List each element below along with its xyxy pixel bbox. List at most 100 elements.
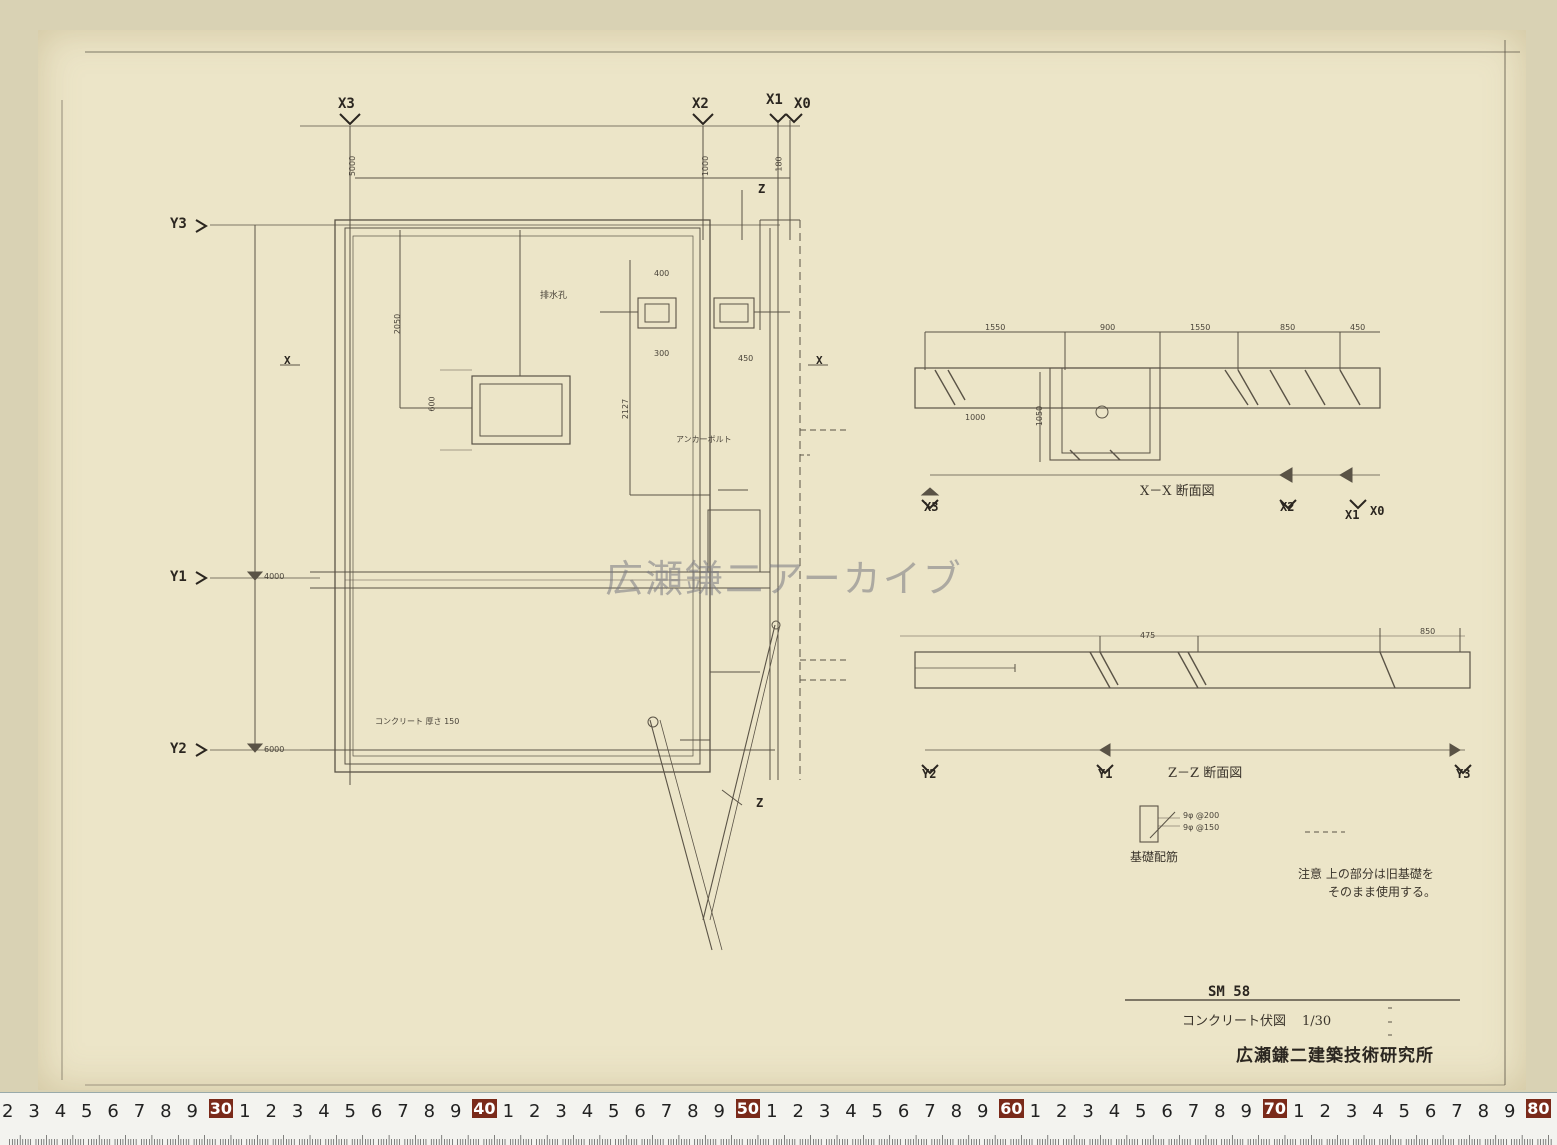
ruler-number: 5 [344, 1101, 356, 1122]
ruler-number: 30 [208, 1099, 234, 1118]
ruler-number: 5 [81, 1101, 93, 1122]
ruler-number: 8 [160, 1101, 172, 1122]
dim-300: 300 [654, 349, 670, 358]
dim-4000: 4000 [264, 572, 285, 581]
ruler-number: 6 [634, 1101, 646, 1122]
ruler-number: 7 [660, 1101, 673, 1122]
ruler-number: 80 [1526, 1099, 1551, 1118]
ruler-number: 4 [1372, 1101, 1384, 1122]
ruler-number: 4 [845, 1101, 857, 1122]
ruler-number: 2 [1056, 1101, 1068, 1122]
ruler-number: 9 [713, 1101, 725, 1122]
dim-6000: 6000 [264, 745, 285, 754]
ruler-number: 5 [1135, 1101, 1147, 1122]
zz-marker-y3: Y3 [1456, 767, 1471, 781]
xx-dim-1: 1550 [985, 323, 1006, 332]
ruler-number: 4 [581, 1101, 594, 1122]
xx-marker-x0: X0 [1370, 504, 1385, 518]
ruler-number: 8 [687, 1101, 699, 1122]
grid-marker-x2: X2 [692, 96, 709, 112]
zz-dim-1: 475 [1140, 631, 1156, 640]
xx-dim-1000: 1000 [965, 413, 986, 422]
ruler-number: 1 [1293, 1101, 1305, 1122]
ruler-number: 40 [472, 1099, 497, 1118]
xx-marker-x2: X2 [1280, 500, 1295, 514]
ruler-number: 9 [976, 1101, 989, 1122]
dim-5000: 5000 [348, 155, 358, 177]
section-xx-title: X－X 断面図 [1140, 484, 1215, 499]
cut-marker-x-left: X [284, 354, 291, 367]
dim-1000: 1000 [701, 155, 711, 177]
ruler-number: 2 [2, 1101, 14, 1122]
ruler-number: 1 [239, 1101, 251, 1122]
xx-marker-x3: X3 [924, 500, 939, 514]
ruler-number: 6 [1424, 1101, 1437, 1122]
note-line-1: 注意 上の部分は旧基礎を [1298, 867, 1434, 881]
drawing-title: コンクリート伏図 [1182, 1014, 1287, 1029]
ruler-number: 8 [950, 1101, 963, 1122]
ruler-number: 9 [186, 1101, 198, 1122]
ruler-number: 9 [1240, 1101, 1252, 1122]
office-name: 広瀬鎌二建築技術研究所 [1236, 1046, 1434, 1066]
cut-marker-z-top: Z [758, 182, 766, 196]
ruler-number: 3 [555, 1101, 567, 1122]
ruler-number: 4 [54, 1101, 67, 1122]
ruler-number: 9 [1503, 1101, 1516, 1122]
ruler-number: 7 [133, 1101, 146, 1122]
ruler-number: 6 [897, 1101, 910, 1122]
ruler-number: 9 [449, 1101, 462, 1122]
drawing-scale: 1/30 [1302, 1014, 1332, 1029]
dim-180: 180 [774, 156, 784, 172]
ruler-number: 7 [397, 1101, 409, 1122]
zz-marker-y2: Y2 [922, 767, 937, 781]
xx-dim-3: 1550 [1190, 323, 1211, 332]
grid-marker-x3: X3 [338, 96, 355, 112]
ruler-number: 2 [265, 1101, 277, 1122]
ruler-number: 1 [766, 1101, 778, 1122]
dim-400: 400 [654, 269, 670, 278]
note-drain: 排水孔 [540, 291, 568, 301]
dim-450: 450 [738, 354, 754, 363]
ruler-number: 7 [924, 1101, 936, 1122]
ruler-number: 60 [999, 1099, 1024, 1118]
ruler-number: 3 [818, 1101, 831, 1122]
ruler-number: 4 [318, 1101, 330, 1122]
ruler-number: 2 [529, 1101, 541, 1122]
cut-marker-x-right: X [816, 354, 823, 367]
dim-600: 600 [427, 396, 437, 412]
ruler-number: 7 [1451, 1101, 1463, 1122]
ruler-number: 6 [107, 1101, 119, 1122]
archive-watermark: 広瀬鎌二アーカイブ [605, 557, 963, 601]
ruler-number: 8 [1477, 1101, 1490, 1122]
grid-marker-x1: X1 [766, 92, 783, 108]
grid-marker-y2: Y2 [170, 741, 187, 757]
xx-dim-5: 450 [1350, 323, 1366, 332]
ruler-number: 1 [1029, 1101, 1042, 1122]
ruler-number: 3 [1082, 1101, 1094, 1122]
section-zz-title: Z－Z 断面図 [1168, 766, 1243, 781]
drawing-sheet [38, 30, 1526, 1090]
ruler-number: 70 [1262, 1099, 1288, 1118]
ruler-number: 1 [502, 1101, 515, 1122]
ruler-number: 2 [792, 1101, 804, 1122]
ruler-number: 6 [370, 1101, 383, 1122]
ruler-number: 3 [28, 1101, 40, 1122]
ruler-number: 5 [1398, 1101, 1410, 1122]
rebar-note-2: 9φ @150 [1183, 823, 1220, 832]
ruler-number: 5 [871, 1101, 883, 1122]
grid-marker-y3: Y3 [170, 216, 187, 232]
zz-dim-2: 850 [1420, 627, 1436, 636]
cut-marker-z-bottom: Z [756, 796, 764, 810]
rebar-detail-title: 基礎配筋 [1130, 850, 1179, 864]
dim-2127: 2127 [621, 398, 631, 420]
dim-2050: 2050 [393, 313, 403, 335]
note-slab: コンクリート 厚さ 150 [375, 717, 460, 726]
xx-dim-1050: 1050 [1035, 405, 1045, 427]
note-anchor: アンカーボルト [676, 435, 732, 444]
zz-marker-y1: Y1 [1098, 767, 1113, 781]
ruler-number: 6 [1161, 1101, 1173, 1122]
ruler-number: 4 [1108, 1101, 1121, 1122]
ruler-number: 50 [735, 1099, 761, 1118]
